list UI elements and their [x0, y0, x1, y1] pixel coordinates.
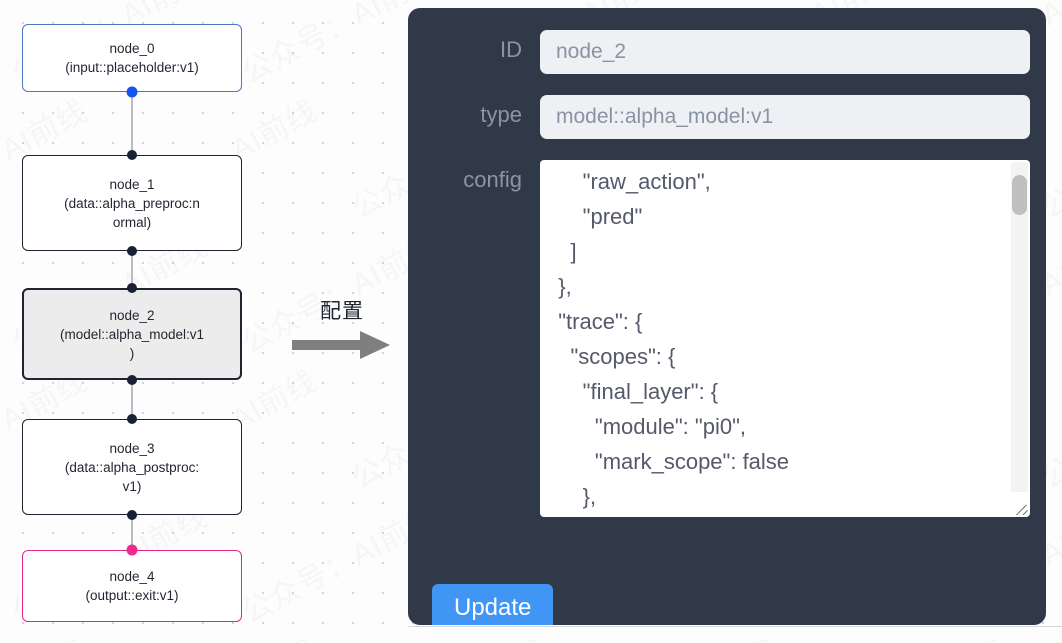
graph-node-node_2[interactable]: node_2 (model::alpha_model:v1 ): [22, 288, 242, 380]
node-subtitle-cont: ormal): [112, 214, 152, 230]
edge-node0-node1: [131, 92, 133, 155]
node-subtitle-cont: ): [129, 345, 135, 361]
id-field-row: ID: [424, 30, 1030, 74]
port-node_0-output[interactable]: [126, 86, 138, 98]
node-subtitle: (data::alpha_postproc:: [64, 459, 200, 475]
id-input[interactable]: [540, 30, 1030, 74]
node-title: node_3: [109, 440, 155, 456]
type-label: type: [480, 102, 522, 127]
config-scrollbar-thumb[interactable]: [1012, 175, 1027, 215]
config-textarea[interactable]: [540, 160, 1030, 517]
port-node_2-input[interactable]: [127, 283, 137, 293]
port-node_4-input[interactable]: [126, 544, 138, 556]
port-node_1-output[interactable]: [127, 246, 137, 256]
port-node_1-input[interactable]: [127, 150, 137, 160]
node-title: node_2: [109, 307, 155, 323]
graph-node-node_1[interactable]: node_1 (data::alpha_preproc:n ormal): [22, 155, 242, 251]
graph-node-node_0[interactable]: node_0 (input::placeholder:v1): [22, 24, 242, 92]
right-arrow-icon: [292, 331, 390, 359]
edge-node2-node3: [131, 380, 133, 419]
port-node_3-input[interactable]: [127, 414, 137, 424]
port-node_3-output[interactable]: [127, 510, 137, 520]
config-scrollbar-track[interactable]: [1011, 162, 1028, 492]
type-field-row: type: [424, 95, 1030, 139]
annotation-label: 配置: [320, 300, 364, 323]
config-field-row: config: [424, 160, 1030, 517]
edge-node3-node4: [131, 515, 133, 550]
node-subtitle-cont: v1): [122, 478, 142, 494]
graph-node-node_3[interactable]: node_3 (data::alpha_postproc: v1): [22, 419, 242, 515]
update-button[interactable]: Update: [432, 584, 554, 625]
node-subtitle: (input::placeholder:v1): [65, 60, 199, 75]
annotation-config-arrow: 配置: [292, 300, 392, 362]
port-node_2-output[interactable]: [127, 375, 137, 385]
node-subtitle: (data::alpha_preproc:n: [64, 195, 200, 211]
bottom-divider: [408, 626, 1062, 627]
node-title: node_4: [109, 569, 155, 584]
node-title: node_1: [109, 176, 155, 192]
node-subtitle: (model::alpha_model:v1: [59, 326, 205, 342]
node-properties-panel: ID type config Update: [408, 8, 1046, 625]
graph-node-node_4[interactable]: node_4 (output::exit:v1): [22, 550, 242, 622]
config-label: config: [463, 167, 522, 192]
config-textarea-wrapper: [540, 160, 1030, 517]
resize-grip-icon[interactable]: [1012, 499, 1028, 515]
type-input[interactable]: [540, 95, 1030, 139]
id-label: ID: [500, 37, 522, 62]
edge-node1-node2: [131, 251, 133, 288]
node-title: node_0: [109, 41, 155, 56]
node-subtitle: (output::exit:v1): [85, 588, 179, 603]
